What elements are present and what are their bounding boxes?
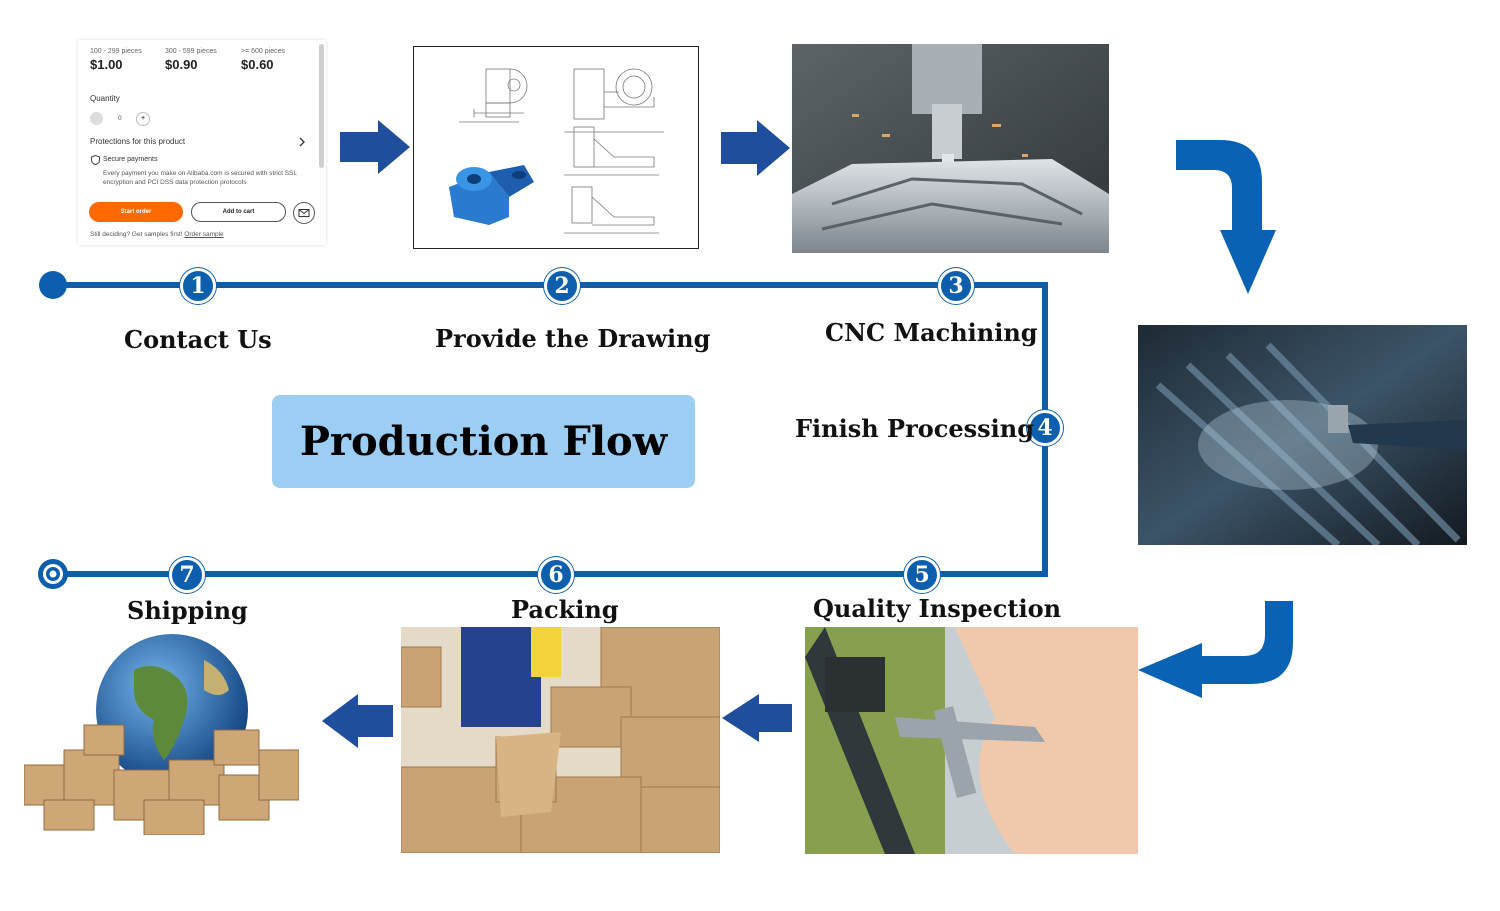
envelope-icon <box>298 209 310 217</box>
step-1-badge: 1 <box>180 268 216 304</box>
step-2-badge: 2 <box>544 268 580 304</box>
arrow-left-icon <box>1138 601 1293 698</box>
step-4-label: Finish Processing <box>795 414 1034 443</box>
title-box: Production Flow <box>272 395 695 488</box>
samples-line: Still deciding? Get samples first! Order… <box>90 230 224 239</box>
arrow-right-icon <box>340 120 410 174</box>
step-2-label: Provide the Drawing <box>435 324 711 353</box>
quality-inspection-image <box>805 627 1138 854</box>
step-5-badge: 5 <box>904 557 940 593</box>
qty-value: 0 <box>118 115 122 122</box>
secure-payments-text: Every payment you make on Alibaba.com is… <box>103 170 297 186</box>
price-tier: 300 - 599 pieces $0.90 <box>165 48 217 72</box>
target-icon <box>38 559 68 589</box>
price-tier: 100 - 299 pieces $1.00 <box>90 48 142 72</box>
step-1-label: Contact Us <box>124 325 272 354</box>
qty-plus-button[interactable]: + <box>136 112 150 126</box>
tier-price: $1.00 <box>90 57 123 72</box>
step-7-label: Shipping <box>127 596 248 625</box>
arrow-down-icon <box>1176 140 1276 294</box>
add-to-cart-button[interactable]: Add to cart <box>191 202 286 222</box>
samples-text: Still deciding? Get samples first! <box>90 231 183 238</box>
step-5-label: Quality Inspection <box>813 594 1062 623</box>
finish-processing-image <box>1138 325 1467 545</box>
shield-icon <box>91 155 100 165</box>
flow-start-dot <box>39 271 67 299</box>
start-order-button[interactable]: Start order <box>89 202 183 222</box>
step-7-badge: 7 <box>169 557 205 593</box>
scrollbar[interactable] <box>319 44 324 168</box>
chevron-right-icon <box>299 137 305 147</box>
qty-minus-button[interactable] <box>90 112 103 125</box>
quantity-label: Quantity <box>90 94 120 103</box>
step-3-badge: 3 <box>938 268 974 304</box>
order-panel: 100 - 299 pieces $1.00 300 - 599 pieces … <box>78 40 326 245</box>
step-4-badge: 4 <box>1027 410 1063 446</box>
tier-price: $0.60 <box>241 57 274 72</box>
shipping-image <box>24 634 299 835</box>
arrow-left-icon <box>722 694 792 742</box>
tier-price: $0.90 <box>165 57 198 72</box>
step-6-badge: 6 <box>538 557 574 593</box>
cnc-machining-image <box>792 44 1109 253</box>
arrow-right-icon <box>721 120 790 176</box>
step-3-label: CNC Machining <box>825 318 1038 347</box>
message-button[interactable] <box>293 202 315 224</box>
tier-range: 300 - 599 pieces <box>165 48 217 55</box>
step-6-label: Packing <box>511 595 619 624</box>
protections-link[interactable]: Protections for this product <box>90 137 186 146</box>
packing-image <box>401 627 720 853</box>
price-tier: >= 600 pieces $0.60 <box>241 48 285 72</box>
tier-range: >= 600 pieces <box>241 48 285 55</box>
quantity-stepper[interactable]: 0 + <box>90 112 150 126</box>
arrow-left-icon <box>322 694 393 748</box>
order-sample-link[interactable]: Order sample <box>184 231 224 238</box>
page-title: Production Flow <box>299 418 668 465</box>
drawing-image <box>413 46 699 249</box>
secure-payments-title: Secure payments <box>103 156 158 163</box>
tier-range: 100 - 299 pieces <box>90 48 142 55</box>
